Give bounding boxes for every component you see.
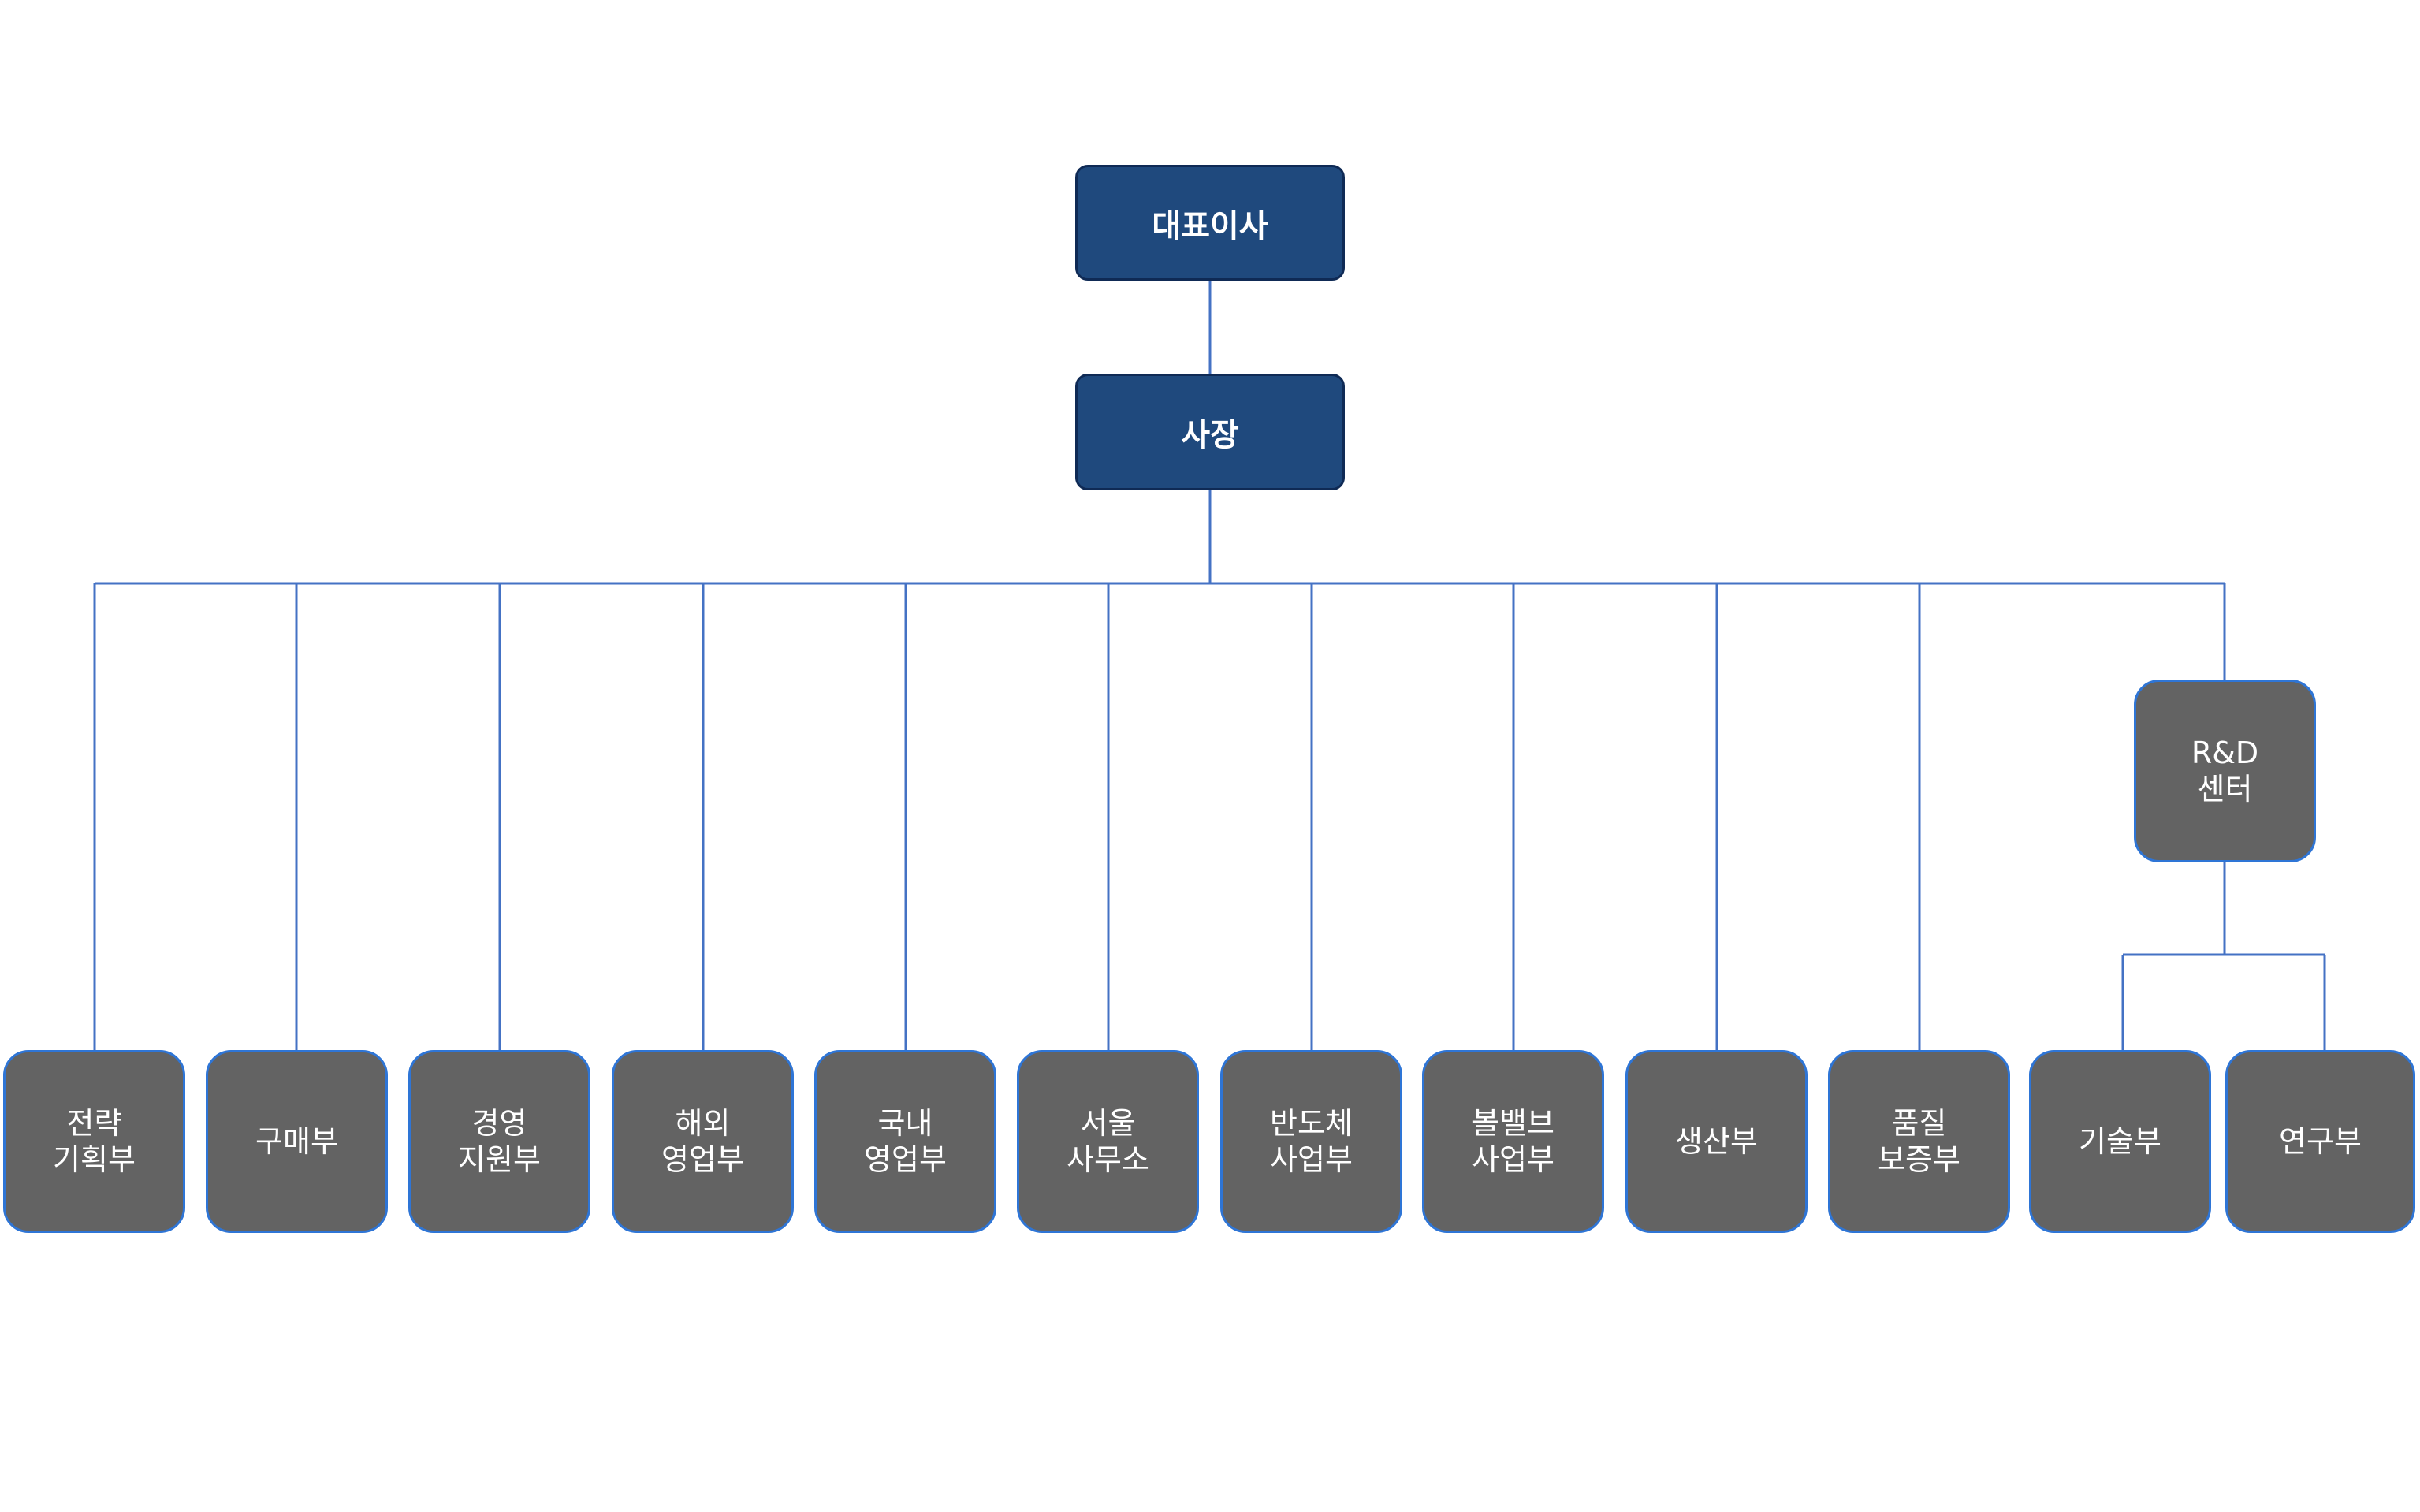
dept-research: 연구부 bbox=[2225, 1050, 2415, 1233]
dept-label: 반도체 사업부 bbox=[1270, 1106, 1353, 1177]
president-box: 사장 bbox=[1075, 374, 1345, 490]
dept-management-support: 경영 지원부 bbox=[408, 1050, 590, 1233]
ceo-label: 대표이사 bbox=[1152, 207, 1268, 244]
president-label: 사장 bbox=[1181, 417, 1239, 453]
dept-seoul-office: 서울 사무소 bbox=[1017, 1050, 1199, 1233]
dept-technology: 기술부 bbox=[2029, 1050, 2211, 1233]
dept-purchasing: 구매부 bbox=[206, 1050, 388, 1233]
ceo-box: 대표이사 bbox=[1075, 165, 1345, 281]
dept-production: 생산부 bbox=[1625, 1050, 1808, 1233]
rnd-center-label: R&D 센터 bbox=[2191, 736, 2259, 806]
dept-overseas-sales: 해외 영업부 bbox=[612, 1050, 794, 1233]
dept-label: 구매부 bbox=[255, 1124, 338, 1159]
dept-label: 국내 영업부 bbox=[864, 1106, 947, 1177]
dept-label: 서울 사무소 bbox=[1067, 1106, 1149, 1177]
dept-quality-assurance: 품질 보증부 bbox=[1828, 1050, 2010, 1233]
dept-label: 볼밸브 사업부 bbox=[1472, 1106, 1554, 1177]
dept-semiconductor-division: 반도체 사업부 bbox=[1220, 1050, 1402, 1233]
dept-label: 생산부 bbox=[1675, 1124, 1758, 1159]
dept-ball-valve-division: 볼밸브 사업부 bbox=[1422, 1050, 1604, 1233]
dept-label: 전략 기획부 bbox=[53, 1106, 136, 1177]
dept-domestic-sales: 국내 영업부 bbox=[814, 1050, 996, 1233]
dept-label: 경영 지원부 bbox=[458, 1106, 541, 1177]
dept-label: 연구부 bbox=[2279, 1124, 2362, 1159]
dept-label: 기술부 bbox=[2079, 1124, 2161, 1159]
rnd-center-box: R&D 센터 bbox=[2134, 680, 2316, 862]
dept-label: 품질 보증부 bbox=[1878, 1106, 1960, 1177]
dept-label: 해외 영업부 bbox=[661, 1106, 744, 1177]
dept-strategy-planning: 전략 기획부 bbox=[3, 1050, 185, 1233]
